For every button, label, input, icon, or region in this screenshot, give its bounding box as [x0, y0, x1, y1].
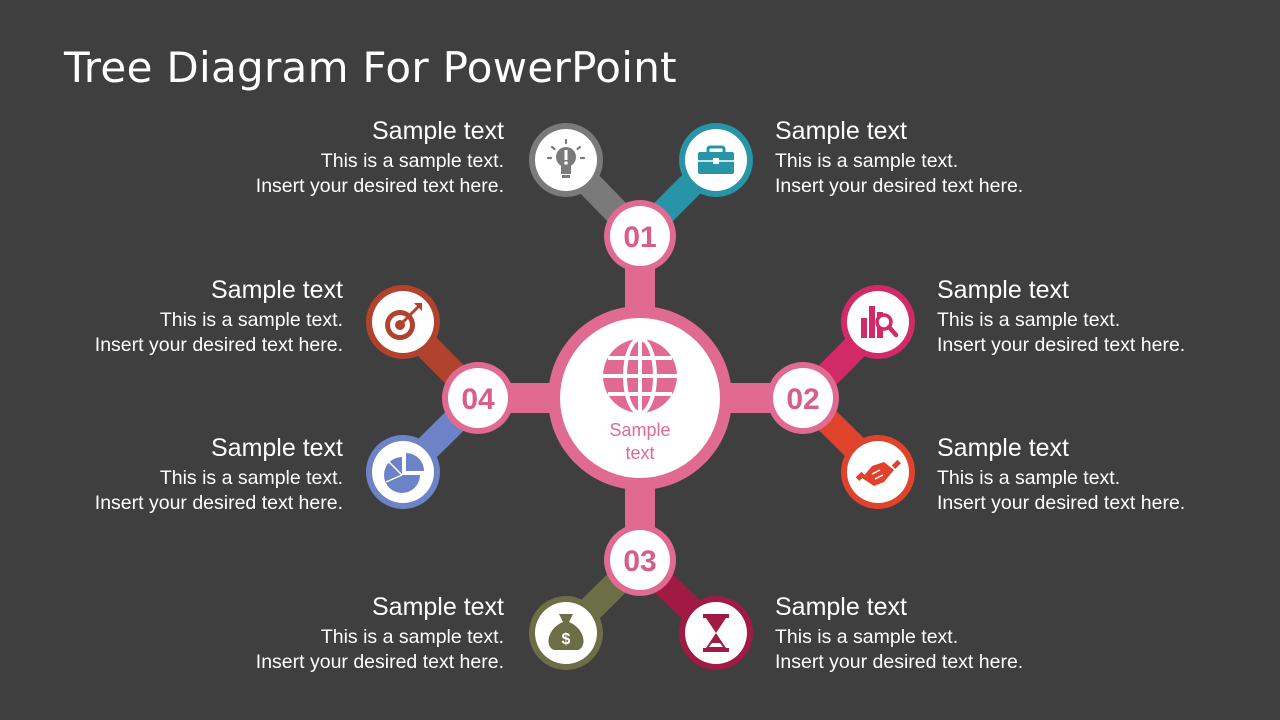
text-block-money-bag: Sample text This is a sample text. Inser…	[64, 592, 504, 675]
leaf-lightbulb	[529, 123, 603, 197]
globe-icon	[603, 337, 677, 415]
handshake-icon	[855, 459, 901, 486]
block-line-2: Insert your desired text here.	[255, 651, 504, 673]
leaf-pie-chart	[366, 435, 440, 509]
pie-chart-icon	[384, 453, 424, 493]
block-line-1: This is a sample text.	[159, 467, 343, 489]
chart-search-icon	[861, 306, 899, 338]
node-03: 03	[604, 524, 676, 596]
hourglass-icon	[703, 614, 729, 652]
block-line-2: Insert your desired text here.	[94, 334, 343, 356]
text-block-briefcase: Sample text This is a sample text. Inser…	[775, 116, 1215, 199]
block-line-2: Insert your desired text here.	[937, 492, 1186, 514]
node-04: 04	[442, 362, 514, 434]
target-icon	[385, 303, 422, 340]
lightbulb-icon	[546, 138, 586, 178]
text-block-hourglass: Sample text This is a sample text. Inser…	[775, 592, 1215, 675]
block-line-2: Insert your desired text here.	[775, 651, 1024, 673]
money-bag-icon: $	[548, 614, 584, 650]
block-line-2: Insert your desired text here.	[94, 492, 343, 514]
leaf-money-bag: $	[529, 596, 603, 670]
center-label-line2: text	[625, 443, 654, 463]
text-block-pie-chart: Sample text This is a sample text. Inser…	[0, 433, 343, 516]
block-line-1: This is a sample text.	[937, 309, 1121, 331]
briefcase-icon	[698, 145, 734, 174]
leaf-chart-search	[841, 285, 915, 359]
block-heading: Sample text	[937, 434, 1070, 462]
leaf-briefcase	[679, 123, 753, 197]
block-heading: Sample text	[371, 593, 504, 621]
svg-text:$: $	[562, 631, 571, 648]
block-line-1: This is a sample text.	[937, 467, 1121, 489]
leaf-handshake	[841, 435, 915, 509]
node-01: 01	[604, 200, 676, 272]
center-label-line1: Sample	[609, 420, 670, 440]
text-block-chart-search: Sample text This is a sample text. Inser…	[937, 275, 1267, 358]
node-number: 03	[623, 545, 656, 578]
node-02: 02	[767, 362, 839, 434]
text-block-target: Sample text This is a sample text. Inser…	[0, 275, 343, 358]
block-line-1: This is a sample text.	[159, 309, 343, 331]
block-heading: Sample text	[371, 117, 504, 145]
block-heading: Sample text	[210, 276, 343, 304]
block-line-2: Insert your desired text here.	[775, 175, 1024, 197]
block-heading: Sample text	[775, 117, 908, 145]
block-line-2: Insert your desired text here.	[937, 334, 1186, 356]
block-line-2: Insert your desired text here.	[255, 175, 504, 197]
leaf-target	[366, 285, 440, 359]
block-line-1: This is a sample text.	[775, 150, 959, 172]
text-block-lightbulb: Sample text This is a sample text. Inser…	[64, 116, 504, 199]
node-number: 02	[786, 383, 819, 416]
block-heading: Sample text	[775, 593, 908, 621]
block-line-1: This is a sample text.	[320, 626, 504, 648]
node-number: 04	[461, 383, 495, 416]
leaf-hourglass	[679, 596, 753, 670]
block-line-1: This is a sample text.	[320, 150, 504, 172]
node-number: 01	[623, 221, 656, 254]
block-heading: Sample text	[937, 276, 1070, 304]
slide-title: Tree Diagram For PowerPoint	[64, 43, 677, 92]
text-block-handshake: Sample text This is a sample text. Inser…	[937, 433, 1267, 516]
block-line-1: This is a sample text.	[775, 626, 959, 648]
block-heading: Sample text	[210, 434, 343, 462]
